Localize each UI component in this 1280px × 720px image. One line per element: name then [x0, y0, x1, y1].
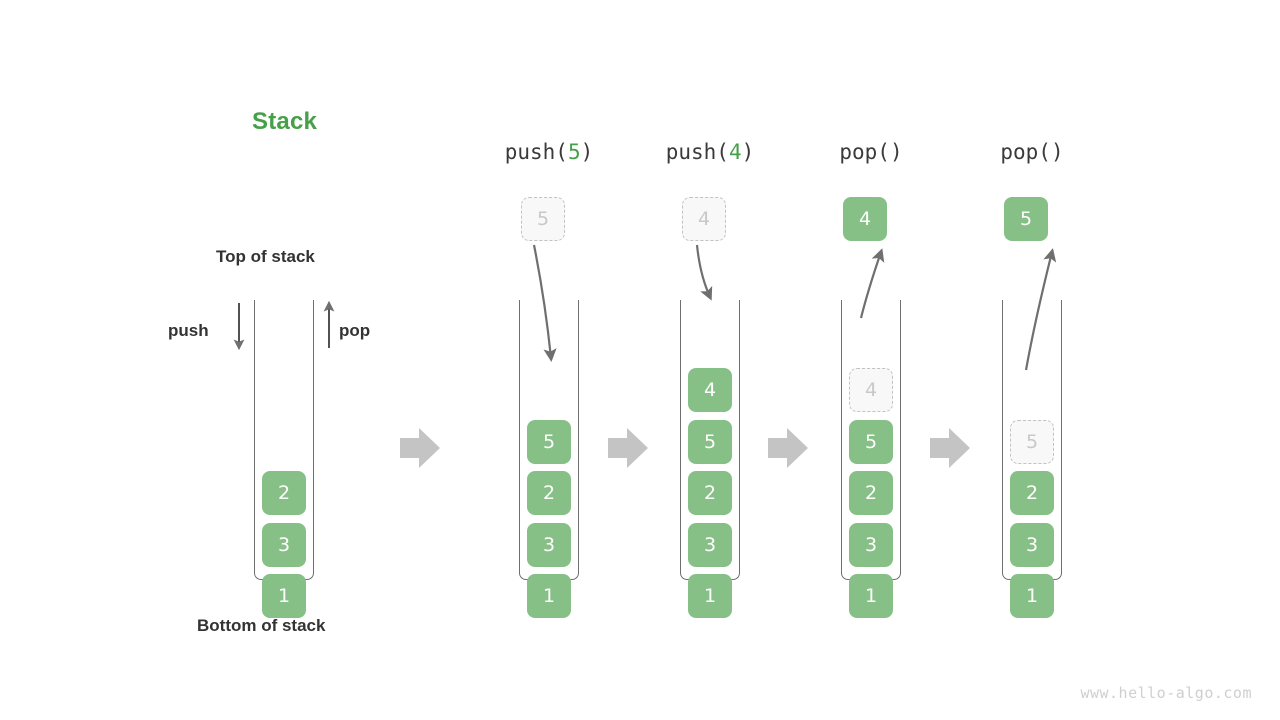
step-arrow-2-icon	[608, 428, 648, 468]
stack-box: 3	[262, 522, 306, 567]
stack-box: 5	[527, 419, 571, 464]
step-header-suffix: )	[889, 140, 903, 164]
stack-box: 2	[262, 471, 306, 515]
step-header-3: pop()	[839, 140, 902, 164]
step-arrow-4-icon	[930, 428, 970, 468]
stack-box: 3	[1010, 522, 1054, 567]
step-header-4: pop()	[1000, 140, 1063, 164]
stack-box: 5	[688, 419, 732, 464]
stack-box: 5	[1010, 419, 1054, 464]
watermark: www.hello-algo.com	[1080, 684, 1252, 702]
stack-box: 4	[688, 368, 732, 412]
stack-box: 1	[688, 574, 732, 618]
stack-box: 4	[849, 368, 893, 412]
step-header-prefix: pop(	[839, 140, 890, 164]
stack-box: 2	[849, 471, 893, 515]
stack-box: 5	[849, 419, 893, 464]
stack-box: 3	[688, 522, 732, 567]
stack-box: 3	[849, 522, 893, 567]
page-title: Stack	[252, 108, 318, 135]
step-header-1: push(5)	[505, 140, 594, 164]
floating-box-step-4: 5	[1004, 197, 1048, 241]
stack-box: 2	[527, 471, 571, 515]
pop-label: pop	[339, 321, 371, 340]
floating-box-step-1: 5	[521, 197, 565, 241]
floating-box-step-3: 4	[843, 197, 887, 241]
step-header-2: push(4)	[666, 140, 755, 164]
push-motion-arrow-2-icon	[695, 244, 713, 301]
push-label: push	[168, 321, 209, 340]
bottom-of-stack-label: Bottom of stack	[197, 616, 326, 635]
step-header-argument: 4	[728, 140, 742, 164]
stack-box: 2	[1010, 471, 1054, 515]
step-header-prefix: pop(	[1000, 140, 1051, 164]
step-header-prefix: push(	[665, 140, 729, 164]
top-of-stack-label: Top of stack	[216, 247, 315, 266]
stack-box: 1	[1010, 574, 1054, 618]
step-header-suffix: )	[1050, 140, 1064, 164]
step-arrow-1-icon	[400, 428, 440, 468]
step-header-argument: 5	[567, 140, 581, 164]
floating-box-step-2: 4	[682, 197, 726, 241]
step-header-suffix: )	[741, 140, 755, 164]
stack-box: 1	[527, 574, 571, 618]
stack-box: 2	[688, 471, 732, 515]
step-header-prefix: push(	[504, 140, 568, 164]
stack-box: 1	[849, 574, 893, 618]
stack-box: 1	[262, 574, 306, 618]
step-arrow-3-icon	[768, 428, 808, 468]
step-header-suffix: )	[580, 140, 594, 164]
stack-box: 3	[527, 522, 571, 567]
